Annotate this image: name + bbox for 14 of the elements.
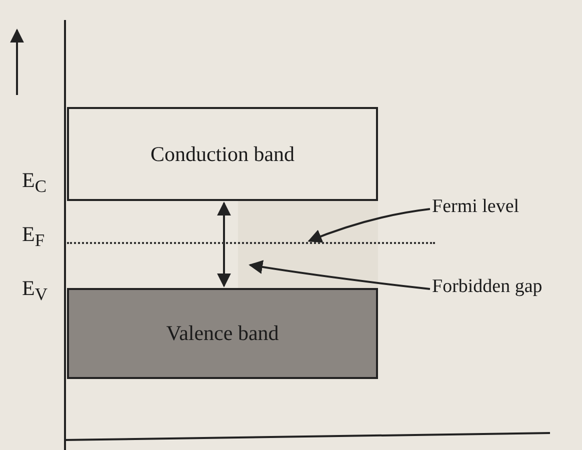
band-label: Conduction band xyxy=(150,142,295,166)
fermi-level-line xyxy=(67,242,435,245)
energy-level-label: E$_{F}$ xyxy=(22,222,45,252)
conduction-band-box xyxy=(67,107,378,201)
double-arrow xyxy=(217,202,231,288)
callout-label: Forbidden gap xyxy=(432,276,572,302)
leader-line xyxy=(308,208,430,243)
valence-band-box xyxy=(67,288,378,379)
leader-line xyxy=(248,260,430,290)
callout-label: Fermi level xyxy=(432,196,542,222)
energy-level-label: E$_{C}$ xyxy=(22,168,47,198)
forbidden-gap-region xyxy=(238,201,378,288)
band-label: Valence band xyxy=(166,321,279,346)
energy-level-label: E$_{V}$ xyxy=(22,276,48,306)
